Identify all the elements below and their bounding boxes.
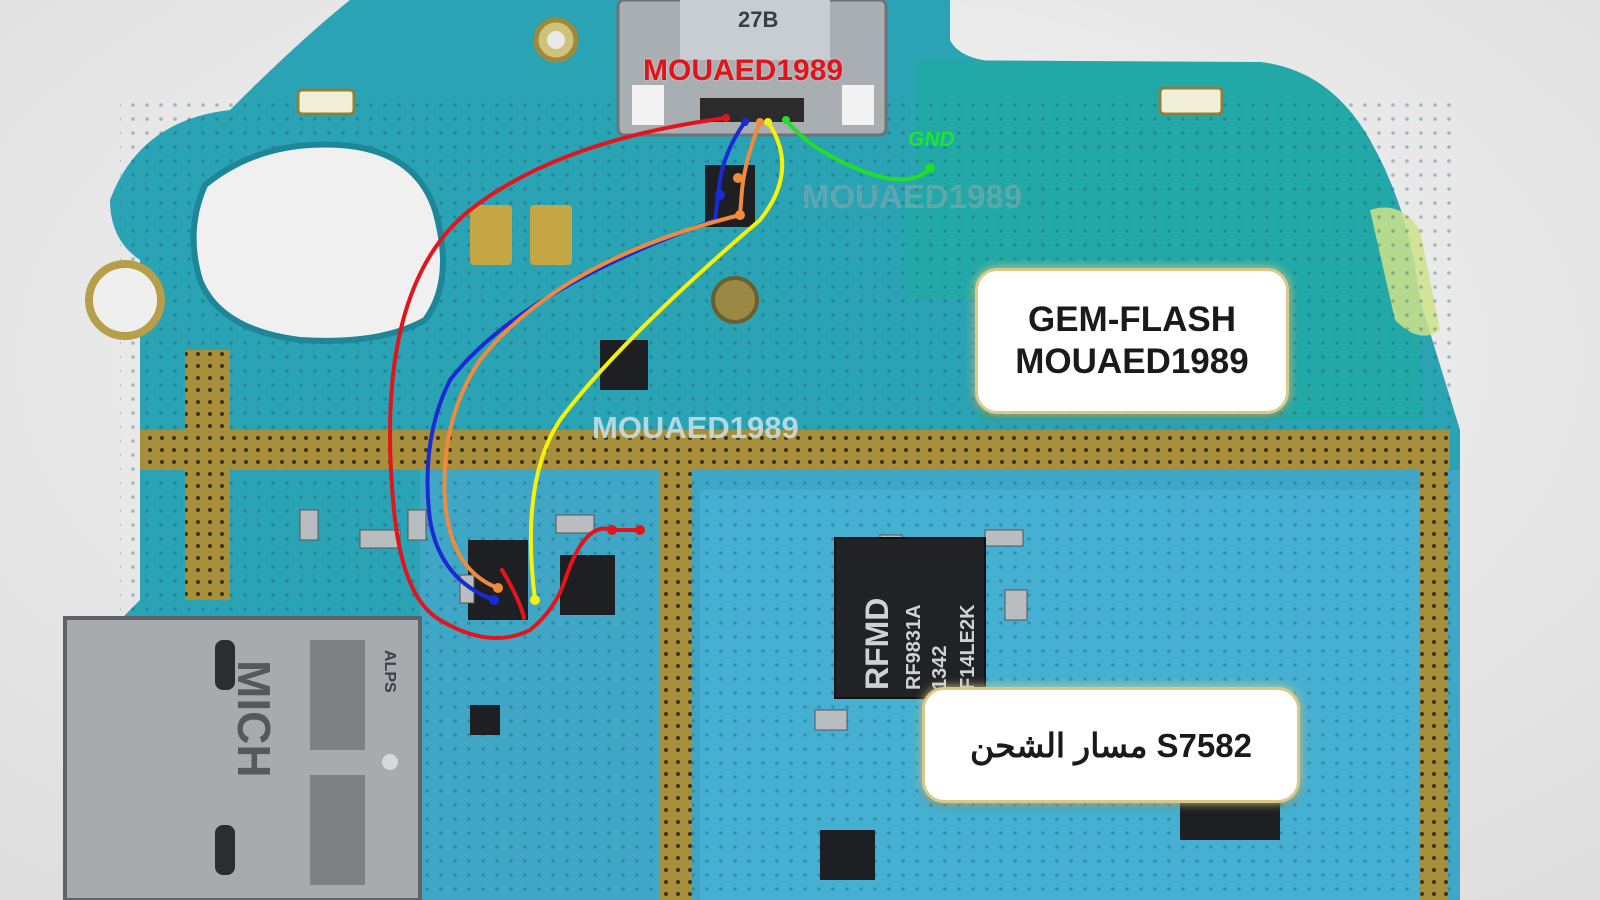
led-right <box>1158 86 1224 116</box>
rf-chip-marking-1: RFMD <box>859 598 895 690</box>
gold-left-trace <box>185 350 230 600</box>
rf-chip <box>834 537 986 699</box>
rf-chip-marking-4: F14LE2K <box>957 604 979 690</box>
gnd-label: GND <box>908 128 955 151</box>
gold-horizontal-trace <box>140 430 1450 470</box>
solder-points <box>489 114 935 605</box>
gem-flash-callout: GEM-FLASH MOUAED1989 <box>975 268 1289 414</box>
usb-connector <box>616 0 888 137</box>
sim-tray-marking: MICH <box>228 660 280 778</box>
alps-marking: ALPS <box>381 650 398 693</box>
blue-wire <box>425 120 747 602</box>
green-wire <box>784 118 932 182</box>
charging-path-label: S7582 مسار الشحن <box>970 726 1252 764</box>
led-left <box>296 88 356 116</box>
jumper-wires <box>388 116 932 640</box>
camera-hole <box>190 141 446 344</box>
gold-vertical-trace <box>660 470 692 900</box>
orange-wire <box>442 120 762 590</box>
rf-chip-marking-3: 1342 <box>929 646 951 691</box>
rf-chip-marking-2: RF9831A <box>903 604 925 690</box>
red-wire <box>388 116 728 640</box>
gold-right-trace <box>1420 430 1448 900</box>
watermark-middle: MOUAED1989 <box>592 410 799 445</box>
callout-title-line2: MOUAED1989 <box>1015 342 1249 381</box>
left-notch <box>85 260 165 340</box>
yellow-wire <box>528 120 785 602</box>
red-wire-short <box>500 568 526 620</box>
connector-marking: 27B <box>738 7 778 32</box>
callout-title-line1: GEM-FLASH <box>1027 300 1237 339</box>
watermark-top: MOUAED1989 <box>643 54 844 87</box>
sim-card-tray <box>63 616 422 900</box>
watermark-right: MOUAED1989 <box>802 178 1023 215</box>
charging-path-callout: S7582 مسار الشحن <box>922 687 1300 803</box>
